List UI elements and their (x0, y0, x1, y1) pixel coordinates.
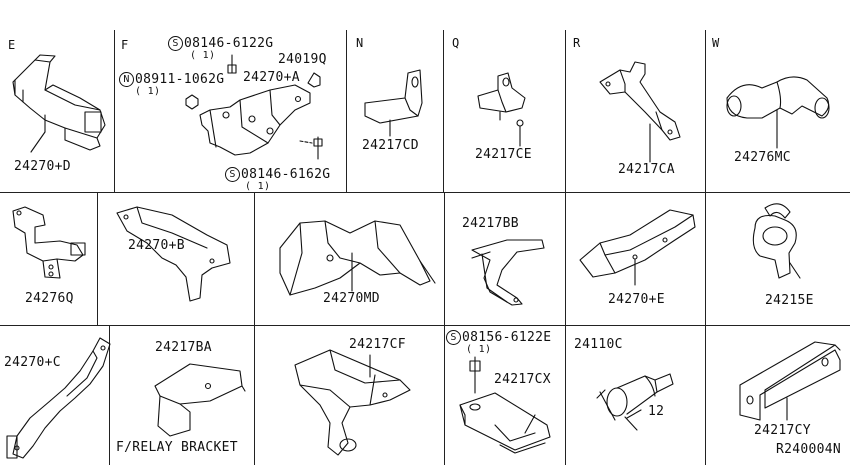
section-e-letter: E (8, 38, 16, 52)
cell-24270b (98, 193, 255, 326)
part-label-24110c[interactable]: 24110C (574, 337, 623, 352)
bracket-24217cy-drawing (739, 341, 841, 421)
part-label-24276mc[interactable]: 24276MC (734, 150, 791, 165)
cell-24217ba (110, 326, 255, 465)
cell-24276q (0, 193, 98, 326)
section-f-letter: F (121, 38, 129, 52)
bracket-24217cx-drawing (459, 356, 551, 454)
part-label-24215e[interactable]: 24215E (765, 293, 814, 308)
bolt-number: 08146-6122G (184, 36, 274, 51)
section-n-letter: N (356, 36, 364, 50)
cell-w (706, 30, 850, 193)
nut-symbol-icon: N (119, 72, 134, 87)
part-label-24217ba[interactable]: 24217BA (155, 340, 212, 355)
cell-r (566, 30, 706, 193)
relay-bracket-assembly-drawing (185, 54, 323, 160)
section-q-letter: Q (452, 36, 460, 50)
part-label-24270-a[interactable]: 24270+A (243, 70, 300, 85)
part-label-24217ce[interactable]: 24217CE (475, 147, 532, 162)
bracket-24217bb-drawing (471, 239, 545, 306)
part-label-24270-d[interactable]: 24270+D (14, 159, 71, 174)
cell-24217cx (445, 326, 566, 465)
cell-24217bb (445, 193, 566, 326)
part-label-24217ca[interactable]: 24217CA (618, 162, 675, 177)
cell-24270c (0, 326, 110, 465)
clip-24215e-drawing (752, 203, 801, 279)
qty-label: ( 1) (135, 86, 161, 97)
section-r-letter: R (573, 36, 581, 50)
cell-n (347, 30, 444, 193)
part-label-24019q[interactable]: 24019Q (278, 52, 327, 67)
part-label-24217cd[interactable]: 24217CD (362, 138, 419, 153)
qty-label: ( 1) (245, 181, 271, 192)
harness-protector-duct-drawing (12, 54, 106, 153)
screw-symbol-icon: S (225, 167, 240, 182)
nut-number: 08911-1062G (135, 72, 225, 87)
section-w-letter: W (712, 36, 720, 50)
bolt-number: 08146-6162G (241, 167, 331, 182)
cell-e (0, 30, 115, 193)
harness-cover-24270md-drawing (279, 220, 436, 296)
part-label-24217cf[interactable]: 24217CF (349, 337, 406, 352)
cell-24110c (566, 326, 706, 465)
cell-q (444, 30, 566, 193)
cell-24270e (566, 193, 706, 326)
screw-symbol-icon: S (446, 330, 461, 345)
clip-24110c-drawing (596, 373, 674, 431)
part-label-24270md[interactable]: 24270MD (323, 291, 380, 306)
qty-label: ( 1) (466, 344, 492, 355)
part-label-24270-e[interactable]: 24270+E (608, 292, 665, 307)
part-label-24217bb[interactable]: 24217BB (462, 216, 519, 231)
harness-bracket-24270c-drawing (6, 337, 111, 459)
harness-cover-24270e-drawing (579, 209, 696, 286)
cell-24270md (255, 193, 445, 326)
bracket-24217ca-drawing (599, 61, 681, 163)
qty-label: ( 1) (190, 50, 216, 61)
relay-bracket-caption: F/RELAY BRACKET (116, 440, 238, 455)
bracket-24217ce-drawing (477, 72, 526, 147)
cell-f (115, 30, 347, 193)
screw-symbol-icon: S (168, 36, 183, 51)
part-label-24270-b[interactable]: 24270+B (128, 238, 185, 253)
bolt-number: 08156-6122E (462, 330, 552, 345)
dimension-label: 12 (648, 404, 665, 419)
cell-24215e (706, 193, 850, 326)
bracket-24217cf-drawing (294, 349, 411, 456)
part-label-24217cy[interactable]: 24217CY (754, 423, 811, 438)
clip-24276q-drawing (12, 206, 86, 279)
cell-24217cf (255, 326, 445, 465)
bracket-24217cd-drawing (364, 69, 423, 137)
harness-y-protector-drawing (726, 76, 830, 149)
harness-bracket-24270b-drawing (116, 206, 231, 302)
part-label-24276q[interactable]: 24276Q (25, 291, 74, 306)
diagram-reference-code: R240004N (776, 442, 842, 457)
relay-bracket-24217ba-drawing (154, 363, 246, 437)
part-label-24217cx[interactable]: 24217CX (494, 372, 551, 387)
part-label-24270-c[interactable]: 24270+C (4, 355, 61, 370)
